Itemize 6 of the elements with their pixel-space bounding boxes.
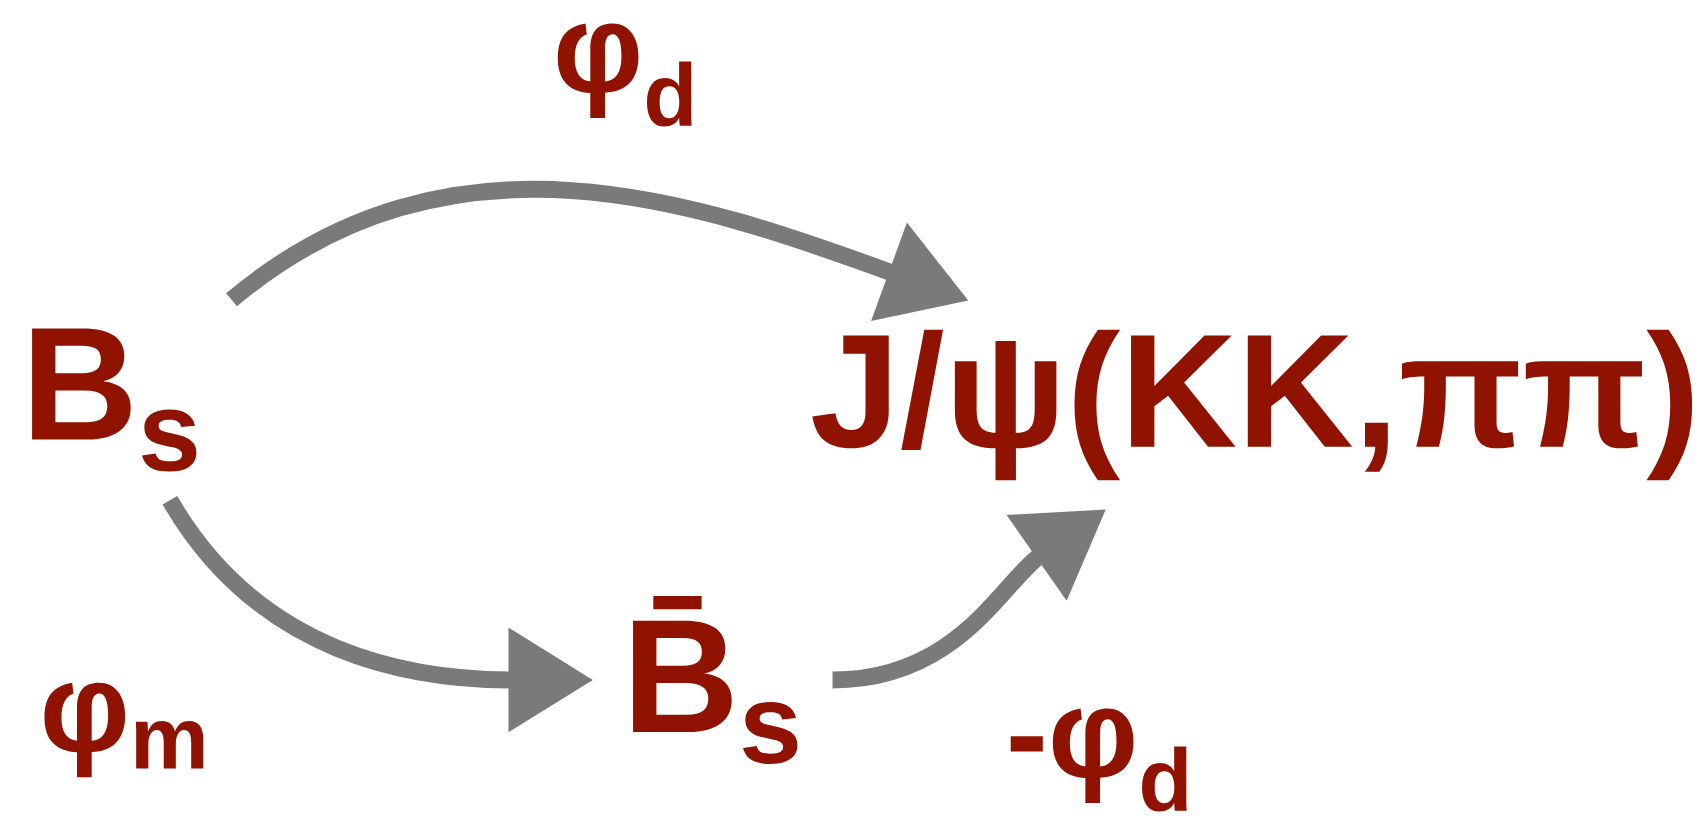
particle-label: B$_{s}$ xyxy=(32,328,197,472)
particle-label: B̄$_{s}$ xyxy=(633,596,798,764)
particle-label: J/ψ(KK,ππ) xyxy=(812,329,1693,481)
edge-label: φ$_{m}$ xyxy=(44,682,204,778)
edge-label: φ$_{d}$ xyxy=(557,23,692,127)
edge-label: -φ$_{d}$ xyxy=(1010,708,1187,812)
